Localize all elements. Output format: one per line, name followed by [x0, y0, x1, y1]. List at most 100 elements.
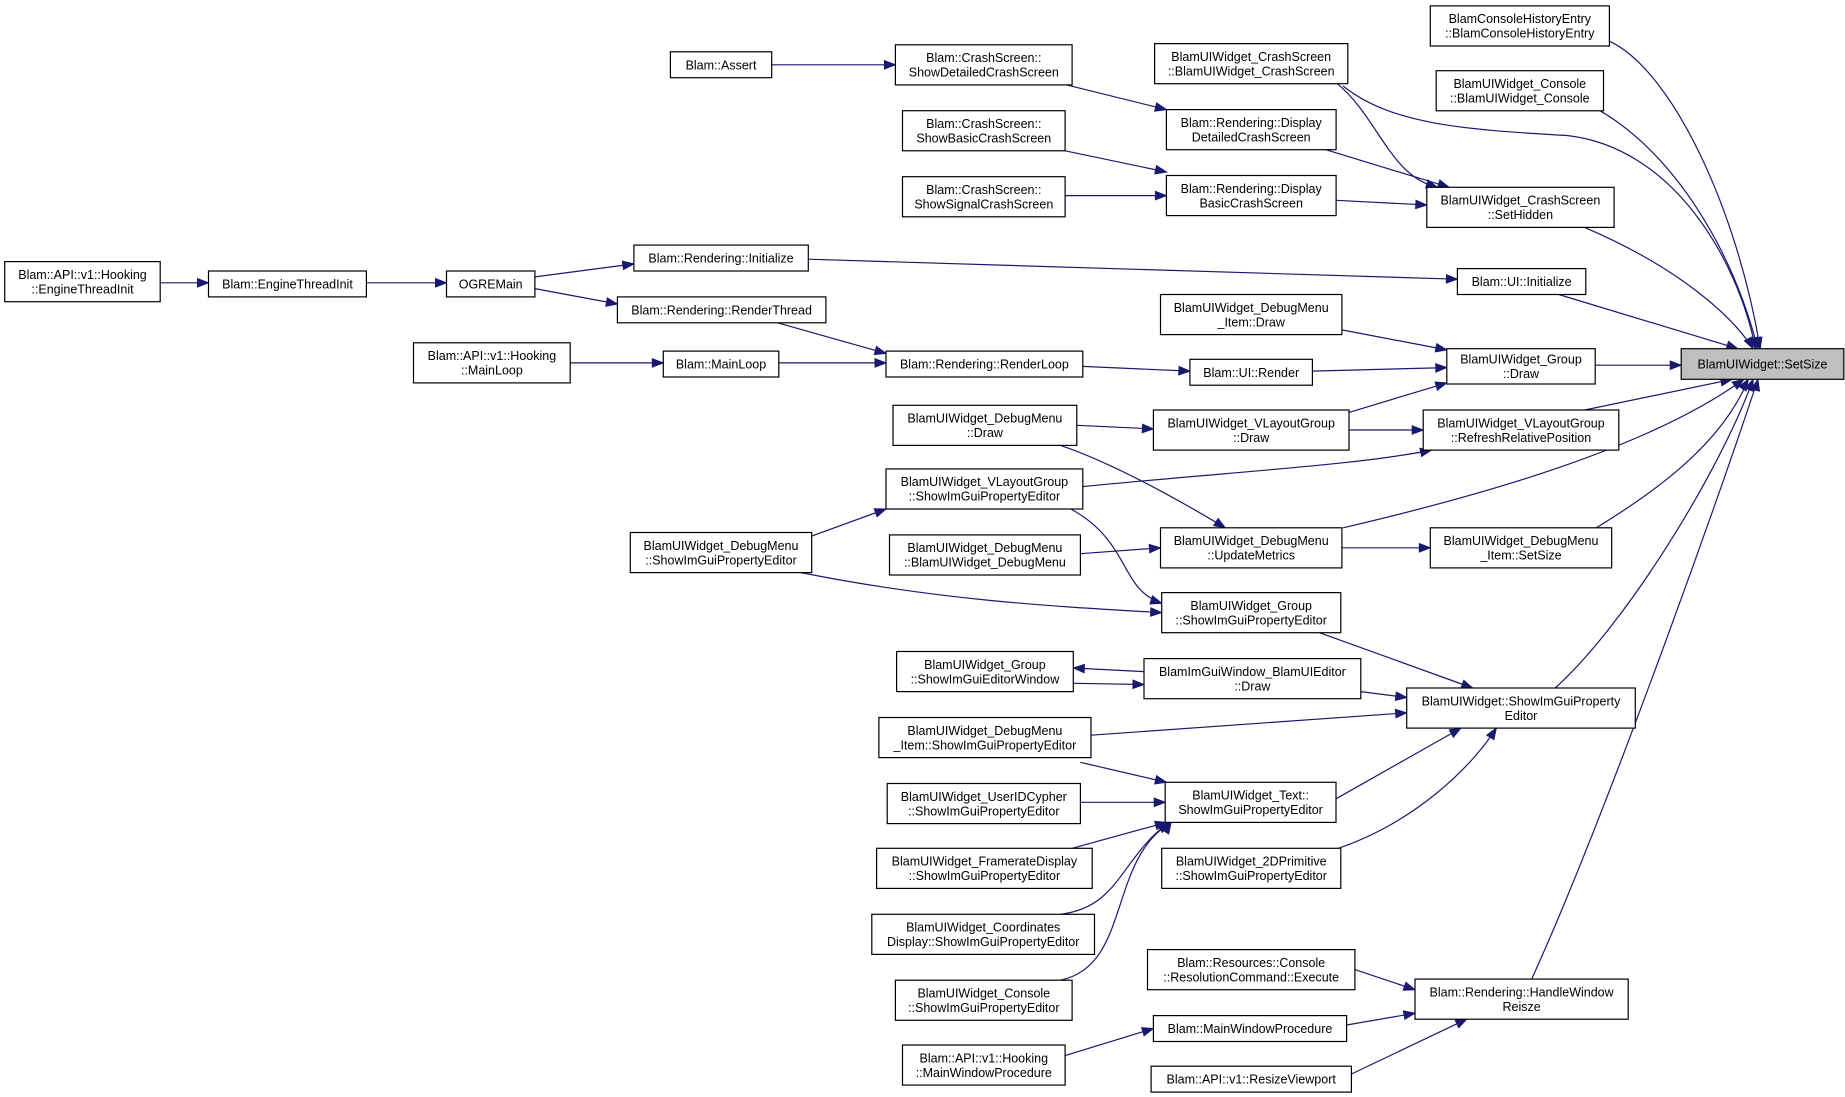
call-edge-line	[1090, 712, 1407, 736]
node-label: ::Draw	[1503, 367, 1540, 381]
node-label: Blam::Rendering::RenderLoop	[900, 358, 1069, 372]
call-edge	[1531, 378, 1761, 980]
call-edge	[1596, 378, 1750, 529]
node-console-ctor[interactable]: BlamUIWidget_Console::BlamUIWidget_Conso…	[1435, 70, 1605, 112]
node-debugmenu-draw[interactable]: BlamUIWidget_DebugMenu::Draw	[892, 404, 1078, 446]
call-edge	[1080, 543, 1162, 555]
node-primitive-imgui[interactable]: BlamUIWidget_2DPrimitive::ShowImGuiPrope…	[1161, 847, 1342, 889]
node-group-editor-window[interactable]: BlamUIWidget_Group::ShowImGuiEditorWindo…	[895, 650, 1074, 693]
node-debugmenu-imgui[interactable]: BlamUIWidget_DebugMenu::ShowImGuiPropert…	[629, 531, 813, 574]
node-hooking-mainloop[interactable]: Blam::API::v1::Hooking::MainLoop	[412, 342, 571, 384]
node-label: ::ShowImGuiPropertyEditor	[909, 490, 1060, 504]
node-ogremain[interactable]: OGREMain	[445, 270, 536, 298]
node-debugmenu-item-draw[interactable]: BlamUIWidget_DebugMenu_Item::Draw	[1159, 293, 1343, 336]
node-label: Blam::CrashScreen::	[926, 117, 1041, 131]
node-label: Blam::EngineThreadInit	[222, 277, 353, 291]
node-engine-thread[interactable]: Blam::EngineThreadInit	[207, 270, 367, 298]
node-render-loop[interactable]: Blam::Rendering::RenderLoop	[885, 350, 1084, 378]
call-edge	[1609, 40, 1763, 351]
node-text-imgui[interactable]: BlamUIWidget_Text::ShowImGuiPropertyEdit…	[1164, 781, 1337, 823]
node-box	[1435, 70, 1605, 112]
node-label: Blam::API::v1::ResizeViewport	[1167, 1073, 1337, 1087]
node-label: Blam::API::v1::Hooking	[18, 268, 147, 282]
arrowhead-icon	[1418, 542, 1432, 553]
node-vlayout-refresh[interactable]: BlamUIWidget_VLayoutGroup::RefreshRelati…	[1422, 409, 1620, 451]
call-edge	[534, 288, 619, 307]
node-box	[616, 296, 827, 324]
node-show-basic[interactable]: Blam::CrashScreen::ShowBasicCrashScreen	[901, 110, 1066, 152]
node-resize-viewport[interactable]: Blam::API::v1::ResizeViewport	[1150, 1065, 1352, 1093]
node-console-imgui[interactable]: BlamUIWidget_Console::ShowImGuiPropertyE…	[894, 979, 1073, 1021]
node-hooking-engine[interactable]: Blam::API::v1::Hooking::EngineThreadInit	[4, 261, 161, 303]
node-ui-render[interactable]: Blam::UI::Render	[1189, 358, 1314, 386]
node-box	[1414, 978, 1629, 1020]
node-box	[1159, 527, 1343, 569]
node-crash-ctor[interactable]: BlamUIWidget_CrashScreen::BlamUIWidget_C…	[1153, 42, 1349, 85]
node-framerate-imgui[interactable]: BlamUIWidget_FramerateDisplay::ShowImGui…	[875, 847, 1093, 889]
node-root[interactable]: BlamUIWidget::SetSize	[1680, 348, 1845, 380]
node-imgui-window-draw[interactable]: BlamImGuiWindow_BlamUIEditor::Draw	[1143, 657, 1362, 700]
call-edge	[1335, 727, 1463, 800]
node-debugmenu-update[interactable]: BlamUIWidget_DebugMenu::UpdateMetrics	[1159, 527, 1343, 569]
node-label: Blam::Assert	[686, 58, 757, 72]
node-show-detailed[interactable]: Blam::CrashScreen::ShowDetailedCrashScre…	[894, 44, 1073, 86]
call-edge	[570, 357, 665, 368]
node-vlayout-draw[interactable]: BlamUIWidget_VLayoutGroup::Draw	[1152, 409, 1350, 451]
arrowhead-icon	[873, 508, 888, 518]
node-label: ::EngineThreadInit	[31, 282, 134, 296]
call-edge-line	[1082, 449, 1432, 488]
node-ui-init[interactable]: Blam::UI::Initialize	[1456, 268, 1587, 296]
call-edge	[1360, 691, 1409, 702]
node-resolution-cmd[interactable]: Blam::Resources::Console::ResolutionComm…	[1146, 948, 1356, 991]
node-label: BlamUIWidget_DebugMenu	[1444, 534, 1599, 548]
call-edge	[778, 357, 888, 368]
node-render-thread[interactable]: Blam::Rendering::RenderThread	[616, 296, 827, 324]
node-label: Editor	[1505, 709, 1538, 723]
call-edge-line	[1070, 508, 1162, 604]
node-group-draw[interactable]: BlamUIWidget_Group::Draw	[1446, 348, 1596, 385]
call-edge	[1073, 679, 1146, 690]
node-console-history[interactable]: BlamConsoleHistoryEntry::BlamConsoleHist…	[1429, 5, 1611, 47]
node-crash-sethidden[interactable]: BlamUIWidget_CrashScreen::SetHidden	[1426, 186, 1615, 229]
node-group-imgui[interactable]: BlamUIWidget_Group::ShowImGuiPropertyEdi…	[1161, 591, 1342, 634]
node-assert[interactable]: Blam::Assert	[669, 51, 773, 79]
node-label: ::BlamConsoleHistoryEntry	[1445, 27, 1595, 41]
node-label: Blam::Rendering::Display	[1181, 116, 1323, 130]
node-show-signal[interactable]: Blam::CrashScreen::ShowSignalCrashScreen	[901, 176, 1066, 218]
node-box	[445, 270, 536, 298]
call-edge-line	[1342, 85, 1757, 349]
node-box	[1165, 108, 1337, 151]
node-label: Blam::CrashScreen::	[926, 51, 1041, 65]
call-edge	[1558, 293, 1740, 351]
arrowhead-icon	[1415, 199, 1429, 210]
node-debugmenu-item-imgui[interactable]: BlamUIWidget_DebugMenu_Item::ShowImGuiPr…	[878, 716, 1092, 759]
arrowhead-icon	[1148, 543, 1162, 554]
node-label: ::BlamUIWidget_Console	[1450, 92, 1590, 106]
node-widget-imgui[interactable]: BlamUIWidget::ShowImGuiPropertyEditor	[1406, 687, 1636, 729]
node-box	[1426, 186, 1615, 229]
node-rendering-init[interactable]: Blam::Rendering::Initialize	[633, 244, 809, 272]
arrowhead-icon	[1154, 774, 1168, 785]
call-edge	[1349, 425, 1425, 435]
call-edge-line	[1348, 382, 1447, 413]
node-label: BlamUIWidget_DebugMenu	[644, 539, 799, 553]
arrowhead-icon	[605, 297, 619, 307]
node-display-detailed[interactable]: Blam::Rendering::DisplayDetailedCrashScr…	[1165, 108, 1337, 151]
node-label: ::MainLoop	[461, 364, 523, 378]
node-debugmenu-ctor[interactable]: BlamUIWidget_DebugMenu::BlamUIWidget_Deb…	[888, 534, 1081, 576]
node-coords-imgui[interactable]: BlamUIWidget_CoordinatesDisplay::ShowImG…	[871, 913, 1096, 955]
node-box	[886, 782, 1082, 825]
node-main-window-proc[interactable]: Blam::MainWindowProcedure	[1152, 1014, 1348, 1043]
node-vlayout-imgui[interactable]: BlamUIWidget_VLayoutGroup::ShowImGuiProp…	[885, 468, 1084, 510]
node-hooking-window-proc[interactable]: Blam::API::v1::Hooking::MainWindowProced…	[901, 1044, 1066, 1086]
node-mainloop[interactable]: Blam::MainLoop	[662, 350, 780, 378]
arrowhead-icon	[1402, 1010, 1417, 1020]
node-useridcypher-imgui[interactable]: BlamUIWidget_UserIDCypher::ShowImGuiProp…	[886, 782, 1082, 825]
node-label: ShowDetailedCrashScreen	[909, 66, 1059, 80]
node-debugmenu-item-setsize[interactable]: BlamUIWidget_DebugMenu_Item::SetSize	[1429, 527, 1613, 569]
node-label: BlamUIWidget_Coordinates	[906, 921, 1060, 935]
node-box	[1143, 657, 1362, 700]
